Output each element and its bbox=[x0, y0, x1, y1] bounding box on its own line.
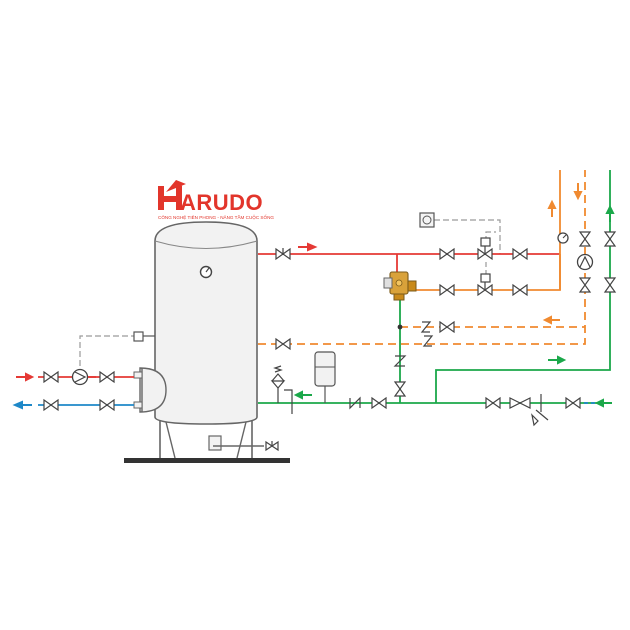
dashed-return-line bbox=[258, 170, 586, 345]
logo-brand-text: ARUDO bbox=[180, 190, 263, 215]
check-valve-icon bbox=[349, 321, 531, 410]
brand-logo: ARUDO CÔNG NGHỆ TIÊN PHONG - NÂNG TẦM CU… bbox=[158, 180, 274, 220]
floor-base bbox=[124, 458, 290, 463]
expansion-vessel-icon bbox=[314, 351, 336, 403]
junction-dot bbox=[397, 324, 403, 330]
circulation-line bbox=[258, 170, 611, 404]
flow-arrow-icon bbox=[12, 183, 615, 410]
gate-valve-icon[interactable] bbox=[43, 231, 617, 412]
safety-valve-icon bbox=[270, 365, 293, 414]
logo-h-mark-icon bbox=[158, 180, 186, 210]
storage-tank bbox=[154, 221, 264, 459]
logo-tagline-text: CÔNG NGHỆ TIÊN PHONG - NÂNG TẦM CUỘC SỐN… bbox=[158, 213, 274, 220]
drain-valve-icon[interactable] bbox=[265, 440, 279, 452]
hot-supply-line bbox=[258, 253, 560, 272]
motorized-valve-icon[interactable] bbox=[477, 237, 493, 297]
thermostatic-mixing-valve-icon[interactable] bbox=[383, 271, 417, 301]
thermometer-icon bbox=[557, 232, 569, 244]
heat-exchanger-flange bbox=[133, 367, 167, 413]
temperature-controller-icon bbox=[419, 212, 435, 228]
tank-sensor-box bbox=[133, 331, 155, 342]
strainer-icon bbox=[531, 394, 549, 427]
tank-thermometer-icon bbox=[199, 265, 213, 279]
pump-icon[interactable] bbox=[71, 253, 594, 386]
mixed-water-line bbox=[408, 170, 561, 291]
